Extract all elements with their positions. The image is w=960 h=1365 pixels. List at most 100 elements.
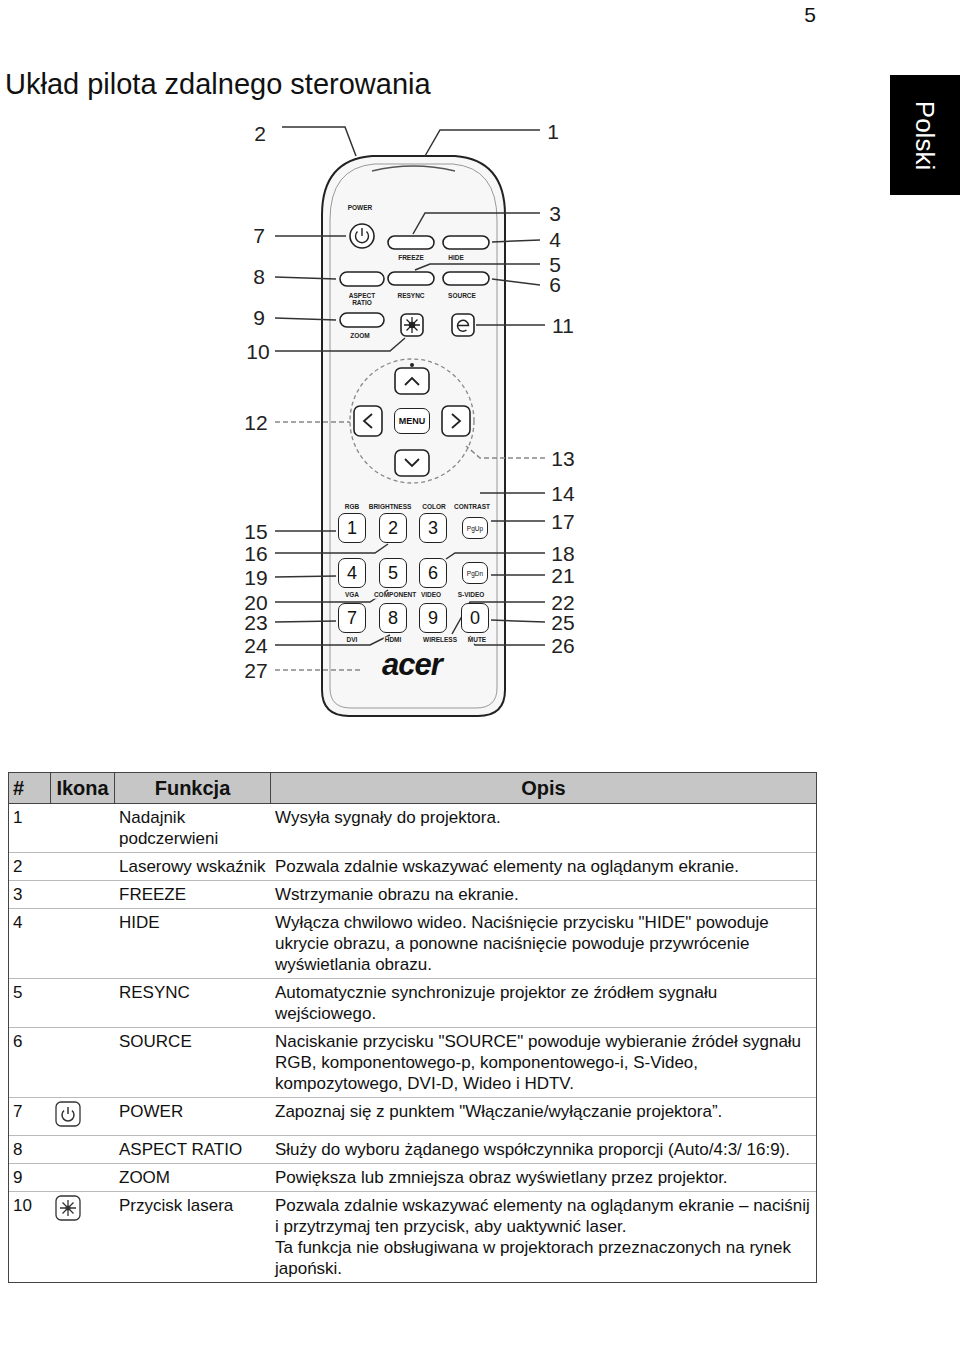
remote-button: 6 <box>419 558 447 588</box>
row-number: 5 <box>13 982 47 1003</box>
remote-button: 1 <box>338 513 366 543</box>
callout-number: 23 <box>244 612 267 633</box>
remote-button <box>388 272 434 285</box>
remote-button: 0 <box>461 603 489 633</box>
remote-label: RGB <box>344 504 360 511</box>
remote-button: 7 <box>338 603 366 633</box>
leader-line <box>275 127 545 645</box>
leader-line <box>282 127 356 156</box>
callout-number: 7 <box>253 225 265 246</box>
remote-button <box>361 228 362 236</box>
function-table: #IkonaFunkcjaOpis1Nadajnik podczerwieniW… <box>8 772 817 1283</box>
table-cell: 5 <box>9 979 51 1028</box>
callout-number: 16 <box>244 543 267 564</box>
page-number: 5 <box>804 4 816 25</box>
remote-body <box>322 156 505 716</box>
leader-line <box>492 279 540 285</box>
leader-line <box>480 492 545 494</box>
leader-line <box>413 213 540 234</box>
button-label: 4 <box>347 563 357 584</box>
function-description: Naciskanie przycisku "SOURCE" powoduje w… <box>275 1031 812 1094</box>
function-description: Wyłącza chwilowo wideo. Naciśnięcie przy… <box>275 912 812 975</box>
language-label: Polski <box>909 100 940 169</box>
table-cell: Wyłącza chwilowo wideo. Naciśnięcie przy… <box>271 909 816 979</box>
function-name: RESYNC <box>119 982 267 1003</box>
function-description: Służy do wyboru żądanego współczynnika p… <box>275 1139 812 1160</box>
leader-line <box>452 602 545 634</box>
callout-number: 15 <box>244 521 267 542</box>
remote-button: 8 <box>379 603 407 633</box>
leader-line <box>275 235 346 237</box>
laser-icon <box>56 1196 80 1220</box>
table-cell: FREEZE <box>115 881 271 909</box>
table-cell: Powiększa lub zmniejsza obraz wyświetlan… <box>271 1164 816 1192</box>
leader-line <box>491 574 545 576</box>
callout-number: 25 <box>551 612 574 633</box>
table-cell: SOURCE <box>115 1028 271 1098</box>
row-number: 2 <box>13 856 47 877</box>
function-name: ASPECT RATIO <box>119 1139 267 1160</box>
leader-line <box>476 324 545 326</box>
row-number: 9 <box>13 1167 47 1188</box>
function-description: Pozwala zdalnie wskazywać elementy na og… <box>275 856 812 877</box>
remote-label: S-VIDEO <box>457 592 486 599</box>
button-label: 3 <box>428 518 438 539</box>
button-label: 9 <box>428 608 438 629</box>
remote-button: PgUp <box>462 517 488 539</box>
button-label: 6 <box>428 563 438 584</box>
callout-number: 24 <box>244 635 267 656</box>
power-icon <box>67 1107 69 1114</box>
row-number: 8 <box>13 1139 47 1160</box>
table-header: Funkcja <box>119 776 266 800</box>
leader-line <box>275 590 388 602</box>
table-cell: 4 <box>9 909 51 979</box>
leader-line <box>275 338 405 351</box>
row-number: 4 <box>13 912 47 933</box>
leader-line <box>275 621 336 622</box>
table-icon-cell <box>51 881 115 909</box>
remote-label: SOURCE <box>447 293 477 300</box>
laser-icon <box>66 1206 71 1211</box>
table-cell: POWER <box>115 1098 271 1136</box>
leader-line <box>275 576 336 577</box>
remote-button <box>442 406 470 436</box>
callout-number: 2 <box>254 123 266 144</box>
callout-number: 14 <box>551 483 574 504</box>
function-description: Automatycznie synchronizuje projektor ze… <box>275 982 812 1024</box>
remote-button <box>410 363 414 367</box>
remote-label: HIDE <box>447 255 465 262</box>
callout-number: 20 <box>244 592 267 613</box>
remote-button <box>340 272 384 286</box>
function-name: HIDE <box>119 912 267 933</box>
leader-line <box>275 544 388 553</box>
function-description: Pozwala zdalnie wskazywać elementy na og… <box>275 1195 812 1237</box>
table-header-cell: # <box>9 773 51 804</box>
table-cell: 2 <box>9 853 51 881</box>
row-number: 1 <box>13 807 47 828</box>
remote-button <box>452 314 474 336</box>
remote-label: VIDEO <box>420 592 442 599</box>
function-description: Wysyła sygnały do projektora. <box>275 807 812 828</box>
callout-number: 5 <box>549 254 561 275</box>
leader-line <box>491 620 545 622</box>
row-number: 10 <box>13 1195 47 1216</box>
table-icon-cell <box>51 909 115 979</box>
button-label: 8 <box>388 608 398 629</box>
leader-line <box>275 318 336 320</box>
table-cell: ASPECT RATIO <box>115 1136 271 1164</box>
callout-number: 1 <box>547 121 559 142</box>
remote-button: PgDn <box>462 562 488 584</box>
remote-label: ZOOM <box>349 333 371 340</box>
page-title: Układ pilota zdalnego sterowania <box>5 68 431 101</box>
button-label: 1 <box>347 518 357 539</box>
leader-line <box>491 520 545 522</box>
function-name: ZOOM <box>119 1167 267 1188</box>
button-label: PgUp <box>467 525 483 532</box>
table-cell: 3 <box>9 881 51 909</box>
table-cell: 10 <box>9 1192 51 1282</box>
remote-label: FREEZE <box>397 255 425 262</box>
leader-line <box>425 130 540 156</box>
table-icon-cell <box>51 1192 115 1282</box>
callout-number: 27 <box>244 660 267 681</box>
leader-line <box>275 277 336 279</box>
